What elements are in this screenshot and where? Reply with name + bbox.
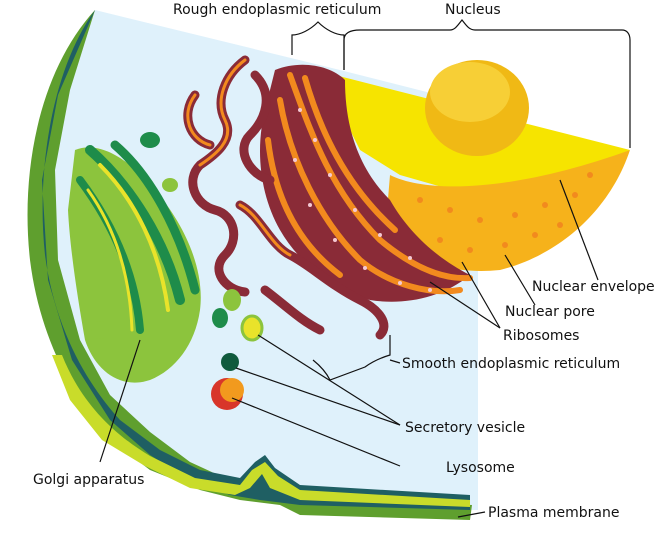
golgi-vesicles	[91, 132, 241, 339]
plasma-membrane-band	[52, 355, 470, 507]
lysosome-inner	[220, 378, 244, 402]
secretory-vesicle-dark	[221, 353, 239, 371]
label-secretory-vesicle: Secretory vesicle	[405, 420, 525, 436]
secretory-vesicle-light	[240, 314, 264, 342]
nuclear-pores	[417, 172, 593, 253]
label-plasma-membrane: Plasma membrane	[488, 505, 619, 521]
label-nucleus: Nucleus	[445, 2, 501, 18]
nucleolus-highlight	[430, 62, 510, 122]
rough-er	[260, 64, 470, 302]
label-ribosomes: Ribosomes	[503, 328, 579, 344]
label-nuclear-pore: Nuclear pore	[505, 304, 595, 320]
ribosome-dots	[293, 108, 432, 292]
leader-lines	[99, 19, 631, 518]
label-nuclear-envelope: Nuclear envelope	[532, 279, 655, 295]
golgi-cisternae	[76, 140, 200, 334]
label-smooth-er: Smooth endoplasmic reticulum	[402, 356, 620, 372]
smooth-er-inner	[186, 58, 292, 257]
rough-er-folds	[265, 72, 473, 295]
label-golgi: Golgi apparatus	[33, 472, 144, 488]
label-rough-er: Rough endoplasmic reticulum	[173, 2, 381, 18]
label-lysosome: Lysosome	[446, 460, 515, 476]
nucleus-cut-face	[385, 150, 630, 271]
